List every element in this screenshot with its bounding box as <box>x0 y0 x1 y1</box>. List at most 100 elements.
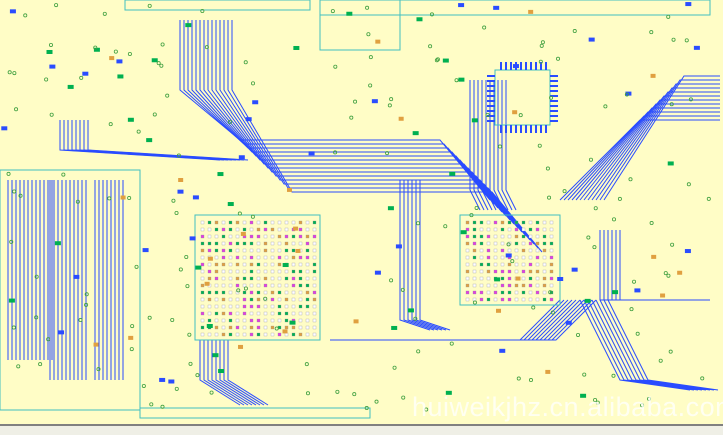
smd-pad <box>204 281 210 286</box>
bga-pad <box>514 248 519 253</box>
qfp-pin <box>535 62 537 70</box>
qfp-pin <box>510 125 512 133</box>
via <box>366 32 371 37</box>
board-outline <box>124 0 311 11</box>
bga-pad <box>256 332 261 337</box>
bga-pad <box>284 311 289 316</box>
bga-pad <box>284 241 289 246</box>
bga-pad <box>291 234 296 239</box>
bga-pad <box>235 262 240 267</box>
bga-pad <box>221 262 226 267</box>
bga-pad <box>270 220 275 225</box>
via <box>413 316 418 321</box>
via <box>78 318 83 323</box>
bga-pad <box>284 332 289 337</box>
bga-pad <box>486 227 491 232</box>
bga-pad <box>256 276 261 281</box>
bga-pad <box>214 304 219 309</box>
bga-pad <box>493 269 498 274</box>
bga-pad <box>549 262 554 267</box>
smd-pad <box>496 308 502 313</box>
bga-pad <box>528 248 533 253</box>
bga-pad <box>465 220 470 225</box>
bga-pad <box>235 325 240 330</box>
via <box>170 318 175 323</box>
bga-pad <box>242 241 247 246</box>
bga-pad <box>507 262 512 267</box>
smd-pad <box>650 73 656 78</box>
smd-component <box>252 100 259 105</box>
bga-pad <box>479 220 484 225</box>
bga-pad <box>235 311 240 316</box>
via <box>333 150 338 155</box>
via <box>392 365 397 370</box>
via <box>668 349 673 354</box>
bga-pad <box>521 276 526 281</box>
bga-pad <box>514 227 519 232</box>
bga-pad <box>242 304 247 309</box>
bga-pad <box>521 290 526 295</box>
trace <box>469 80 481 211</box>
via <box>156 61 161 66</box>
via <box>46 337 51 342</box>
qfp-pin <box>487 110 495 112</box>
bga-pad <box>312 297 317 302</box>
smd-component <box>206 323 213 328</box>
via <box>44 77 49 82</box>
smd-component <box>245 117 252 122</box>
trace <box>199 340 241 406</box>
via <box>237 211 242 216</box>
bga-pad <box>521 269 526 274</box>
bga-pad <box>493 283 498 288</box>
bga-pad <box>284 234 289 239</box>
via <box>335 389 340 394</box>
smd-component <box>54 241 61 246</box>
bga-pad <box>312 283 317 288</box>
bga-pad <box>263 290 268 295</box>
qfp-pin <box>487 105 495 107</box>
bga-pad <box>242 332 247 337</box>
bga-pad <box>542 276 547 281</box>
via <box>538 59 543 64</box>
smd-component <box>127 117 134 122</box>
via <box>147 3 152 8</box>
bga-pad <box>486 290 491 295</box>
qfp-pin <box>550 95 558 97</box>
bga-pad <box>521 248 526 253</box>
trace <box>407 180 439 331</box>
bga-pad <box>207 297 212 302</box>
smd-component <box>282 263 289 268</box>
bga-pad <box>493 297 498 302</box>
via <box>549 95 554 100</box>
bga-pad <box>500 220 505 225</box>
bga-pad <box>214 290 219 295</box>
via <box>12 189 17 194</box>
bga-pad <box>507 297 512 302</box>
smd-component <box>58 330 65 335</box>
bga-pad <box>486 269 491 274</box>
via <box>576 332 581 337</box>
bga-pad <box>284 269 289 274</box>
via <box>556 56 561 61</box>
bga-pad <box>298 311 303 316</box>
bga-pad <box>228 262 233 267</box>
via <box>649 221 654 226</box>
bga-pad <box>472 276 477 281</box>
via <box>176 153 181 158</box>
smd-component <box>499 348 506 353</box>
bga-pad <box>270 318 275 323</box>
trace <box>366 299 597 341</box>
bga-pad <box>221 304 226 309</box>
bga-pad <box>291 297 296 302</box>
bga-pad <box>312 311 317 316</box>
bga-pad <box>500 241 505 246</box>
bga-pad <box>200 290 205 295</box>
bga-pad <box>312 290 317 295</box>
smd-pad <box>238 344 244 349</box>
via <box>353 99 358 104</box>
smd-component <box>449 171 456 176</box>
via <box>174 211 179 216</box>
via <box>263 296 268 301</box>
smd-component <box>565 320 572 325</box>
trace <box>591 87 720 201</box>
